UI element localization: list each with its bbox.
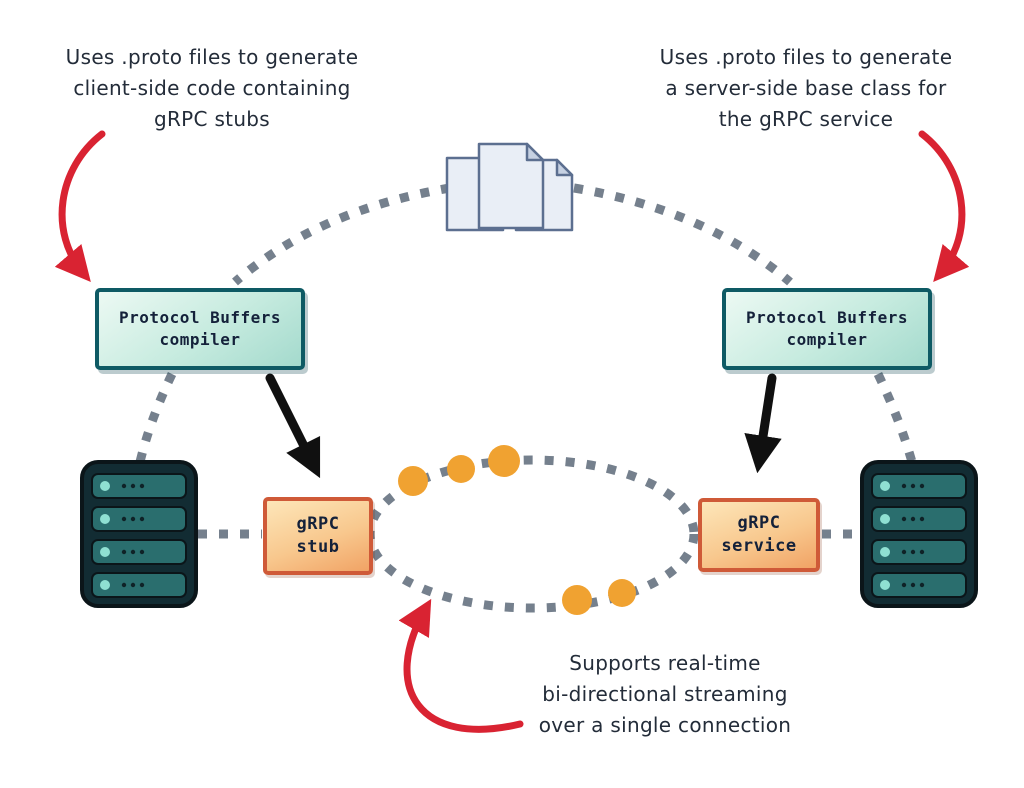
client-machine-icon [80,460,198,608]
annotation-client-codegen: Uses .proto files to generate client-sid… [32,42,392,135]
node-label-line: gRPC [737,513,781,533]
message-dot [608,579,636,607]
protocol-buffers-compiler-left: Protocol Buffers compiler [95,288,305,370]
node-label-line: stub [296,537,340,557]
node-label-line: Protocol Buffers [745,308,909,327]
annotation-server-codegen: Uses .proto files to generate a server-s… [628,42,984,135]
annotation-line: over a single connection [538,713,792,737]
dotted-arc-proto-to-left-compiler [232,183,451,286]
node-label-line: compiler [159,330,241,349]
dotted-link-left-compiler-to-client [135,372,177,464]
annotation-line: Uses .proto files to generate [65,45,359,69]
node-label-line: Protocol Buffers [118,308,282,327]
annotation-line: Supports real-time [569,651,761,675]
annotation-line: a server-side base class for [665,76,947,100]
grpc-service-node: gRPC service [698,498,820,572]
message-dot [562,585,592,615]
node-label-line: compiler [786,330,868,349]
proto-files-icon [445,142,574,232]
annotation-line: client-side code containing [73,76,351,100]
annotation-line: bi-directional streaming [542,682,788,706]
annotation-line: the gRPC service [718,107,894,131]
server-machine-icon [860,460,978,608]
red-arrow-streaming [398,598,524,733]
red-arrow-server-codegen [918,130,970,282]
message-dot [398,466,428,496]
protocol-buffers-compiler-right: Protocol Buffers compiler [722,288,932,370]
message-dot [447,455,475,483]
annotation-streaming: Supports real-time bi-directional stream… [492,648,838,741]
message-dot [488,445,520,477]
annotation-line: gRPC stubs [153,107,271,131]
node-label-line: gRPC [296,514,340,534]
grpc-stub-node: gRPC stub [263,497,373,575]
red-arrow-client-codegen [54,130,106,282]
dotted-link-right-compiler-to-server [873,372,917,464]
arrow-compiler-to-service [744,373,782,474]
arrow-compiler-to-stub [265,373,321,479]
annotation-line: Uses .proto files to generate [659,45,953,69]
node-label-line: service [721,536,797,556]
dotted-arc-proto-to-right-compiler [573,183,793,286]
